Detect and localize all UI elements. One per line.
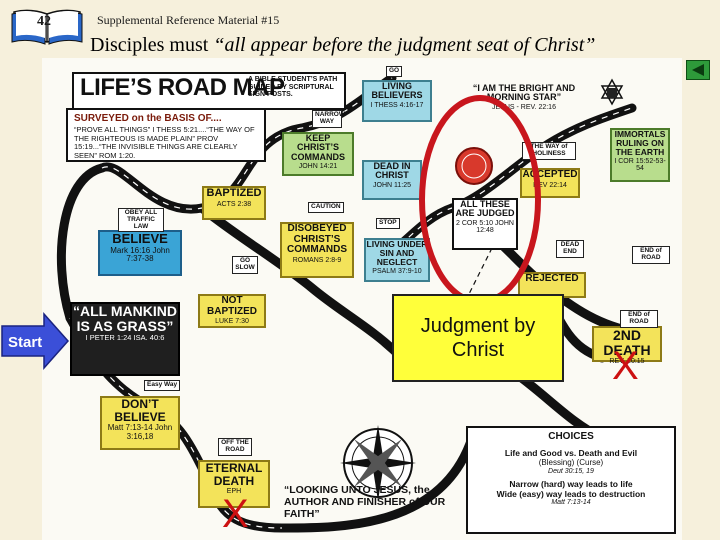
survey-title: SURVEYED on the BASIS OF.... <box>74 113 222 124</box>
slide-number: 42 <box>37 14 51 29</box>
eternal-death-box: ETERNAL DEATH EPH <box>198 460 270 508</box>
supplement-label: Supplemental Reference Material #15 <box>97 13 280 27</box>
judgment-callout: Judgment by Christ <box>392 294 564 382</box>
survey-text: “PROVE ALL THINGS” I THESS 5:21....“THE … <box>74 125 255 160</box>
not-baptized-box: NOT BAPTIZED LUKE 7:30 <box>198 294 266 328</box>
map-title-box <box>72 72 346 110</box>
all-judged-label: ALL THESE ARE JUDGED <box>455 199 515 219</box>
map-title: LIFE’S ROAD MAP <box>80 74 285 101</box>
all-mankind-ref: I PETER 1:24 ISA. 40:6 <box>85 333 165 343</box>
bright-star-label: “I AM THE BRIGHT AND MORNING STAR” <box>472 83 576 103</box>
stop-sign: STOP <box>376 218 400 229</box>
choices-line2: (Blessing) (Curse) <box>538 458 604 468</box>
bright-star-text: “I AM THE BRIGHT AND MORNING STAR” JESUS… <box>462 83 586 118</box>
caution-sign: CAUTION <box>308 202 344 213</box>
rejected-label: REJECTED <box>525 273 579 284</box>
dont-believe-box: DON’T BELIEVE Matt 7:13-14 John 3:16,18 <box>100 396 180 450</box>
living-believers-box: LIVING BELIEVERS I THESS 4:16-17 <box>362 80 432 122</box>
open-book-icon <box>11 9 83 45</box>
immortals-ref: I COR 15:52-53-54 <box>614 157 666 173</box>
survey-box: SURVEYED on the BASIS OF.... “PROVE ALL … <box>66 108 266 162</box>
accepted-ref: REV 22:14 <box>533 181 567 189</box>
start-label: Start <box>8 334 43 351</box>
keep-commands-label: KEEP CHRIST’S COMMANDS <box>291 133 345 162</box>
x-mark-second-death: X <box>612 344 639 388</box>
eternal-death-label: ETERNAL DEATH <box>205 461 263 488</box>
second-death-label: 2ND DEATH <box>603 327 651 358</box>
dont-believe-ref: Matt 7:13-14 John 3:16,18 <box>107 423 173 441</box>
end-of-road-sign-1: END of ROAD <box>632 246 670 264</box>
bright-star-ref: JESUS - REV. 22:16 <box>492 103 556 111</box>
all-mankind-label: “ALL MANKIND IS AS GRASS” <box>73 303 177 334</box>
dead-end-sign: DEAD END <box>556 240 584 258</box>
choices-ref1: Deut 30:15, 19 <box>548 467 594 475</box>
second-death-ref: REV. 20:15 <box>609 358 645 366</box>
x-mark-eternal-death: X <box>222 492 249 536</box>
heading-quote: “all appear before the judgment seat of … <box>213 34 596 56</box>
living-sin-box: LIVING UNDER SIN AND NEGLECT PSALM 37:9-… <box>364 238 430 282</box>
believe-ref: Mark 16:16 John 7:37-38 <box>110 245 170 264</box>
choices-box: CHOICES Life and Good vs. Death and Evil… <box>466 426 676 534</box>
dead-in-christ-ref: JOHN 11:25 <box>373 181 411 189</box>
highlight-ring <box>419 95 541 305</box>
keep-commands-ref: JOHN 14:21 <box>298 163 338 171</box>
not-baptized-ref: LUKE 7:30 <box>215 318 249 325</box>
choices-line1: Life and Good vs. Death and Evil <box>504 448 638 458</box>
disobeyed-label: DISOBEYED CHRIST’S COMMANDS <box>287 223 347 255</box>
disobeyed-ref: ROMANS 2:8-9 <box>292 256 342 264</box>
living-believers-label: LIVING BELIEVERS <box>371 81 423 101</box>
disobeyed-box: DISOBEYED CHRIST’S COMMANDS ROMANS 2:8-9 <box>280 222 354 278</box>
choices-ref2: Matt 7:13-14 <box>551 499 591 507</box>
believe-label: BELIEVE <box>112 231 168 246</box>
immortals-box: IMMORTALS RULING ON THE EARTH I COR 15:5… <box>610 128 670 182</box>
heading-plain: Disciples must <box>90 34 214 56</box>
choices-title: CHOICES <box>548 431 594 442</box>
believe-box: BELIEVE Mark 16:16 John 7:37-38 <box>98 230 182 276</box>
judgment-seal-icon <box>455 147 493 185</box>
choices-line4: Wide (easy) way leads to destruction <box>496 488 646 499</box>
baptized-box: BAPTIZED ACTS 2:38 <box>202 186 266 220</box>
tablets-icon <box>600 78 624 106</box>
accepted-box: ACCEPTED REV 22:14 <box>520 168 580 198</box>
back-nav-button[interactable] <box>686 60 710 80</box>
easy-way-sign: Easy Way <box>144 380 181 391</box>
all-judged-ref: 2 COR 5:10 JOHN 12:48 <box>456 219 514 235</box>
end-of-road-sign-2: END of ROAD <box>620 310 658 328</box>
map-title-side: A BIBLE STUDENT’S PATH GUIDED BY SCRIPTU… <box>248 76 338 99</box>
keep-commands-box: KEEP CHRIST’S COMMANDS JOHN 14:21 <box>282 132 354 176</box>
dead-in-christ-label: DEAD IN CHRIST <box>373 161 411 181</box>
looking-unto-jesus: “LOOKING UNTO JESUS, the AUTHOR AND FINI… <box>284 484 446 521</box>
eternal-death-ref: EPH <box>226 488 242 496</box>
all-mankind-box: “ALL MANKIND IS AS GRASS” I PETER 1:24 I… <box>70 302 180 376</box>
immortals-label: IMMORTALS RULING ON THE EARTH <box>614 129 666 157</box>
living-believers-ref: I THESS 4:16-17 <box>370 101 424 109</box>
slide-heading: Disciples must “all appear before the ju… <box>90 34 710 57</box>
narrow-way-sign: NARROW WAY <box>312 110 345 128</box>
not-baptized-label: NOT BAPTIZED <box>207 295 257 317</box>
baptized-label: BAPTIZED <box>206 187 262 199</box>
holiness-sign: THE WAY of HOLINESS <box>522 142 576 160</box>
choices-line3: Narrow (hard) way leads to life <box>509 478 633 489</box>
off-the-road-sign: OFF THE ROAD <box>218 438 252 456</box>
accepted-label: ACCEPTED <box>522 169 578 180</box>
living-sin-ref: PSALM 37:9-10 <box>372 267 422 275</box>
top-sign: GO <box>386 66 403 77</box>
compass-icon <box>340 425 416 501</box>
go-slow-sign: GO SLOW <box>232 256 258 274</box>
dead-in-christ-box: DEAD IN CHRIST JOHN 11:25 <box>362 160 422 200</box>
start-button[interactable] <box>0 312 70 370</box>
living-sin-label: LIVING UNDER SIN AND NEGLECT <box>366 239 428 267</box>
all-judged-box: ALL THESE ARE JUDGED 2 COR 5:10 JOHN 12:… <box>452 198 518 250</box>
obey-sign: OBEY ALL TRAFFIC LAW <box>118 208 164 233</box>
baptized-ref: ACTS 2:38 <box>216 200 252 208</box>
dont-believe-label: DON’T BELIEVE <box>114 397 166 424</box>
second-death-box: 2ND DEATH REV. 20:15 <box>592 326 662 366</box>
